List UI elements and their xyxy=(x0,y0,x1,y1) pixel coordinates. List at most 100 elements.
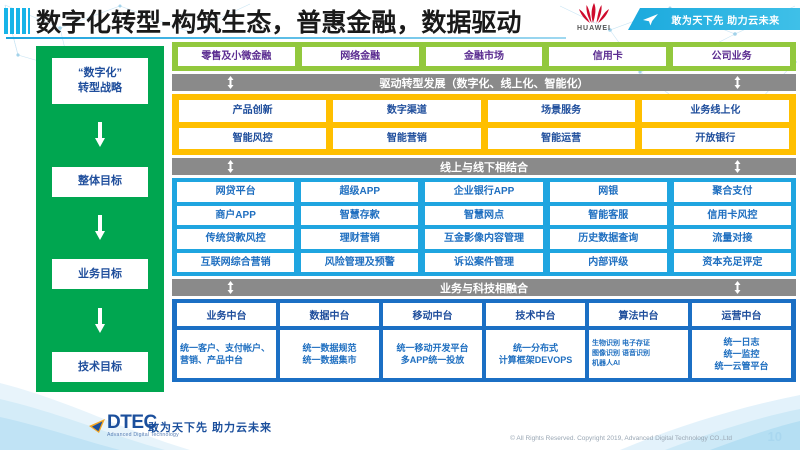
rail-arrow-1 xyxy=(93,104,107,167)
platform-column-business: 业务中台 统一客户、支付帐户、营销、产品中台 xyxy=(177,303,276,378)
orange-row-2: 智能风控 智能营销 智能运营 开放银行 xyxy=(179,127,789,149)
driver-cell[interactable]: 智能运营 xyxy=(487,127,635,149)
platform-head[interactable]: 运营中台 xyxy=(692,303,791,326)
capability-cell[interactable]: 企业银行APP xyxy=(425,182,543,202)
business-line-tab[interactable]: 金融市场 xyxy=(425,47,543,66)
slogan-text: 敢为天下先 助力云未来 xyxy=(671,15,780,27)
business-line-tab[interactable]: 零售及小微金融 xyxy=(178,47,295,66)
capability-cell[interactable]: 信用卡风控 xyxy=(673,205,792,225)
driver-cell[interactable]: 开放银行 xyxy=(641,127,789,149)
band-drive-transformation: 驱动转型发展（数字化、线上化、智能化） xyxy=(172,74,796,91)
capability-cell[interactable]: 网银 xyxy=(549,182,667,202)
rail-arrow-3 xyxy=(93,289,107,352)
business-line-tab[interactable]: 公司业务 xyxy=(673,47,790,66)
page-number: 10 xyxy=(767,429,782,444)
capability-cell[interactable]: 风险管理及预警 xyxy=(301,252,419,272)
blue-row-2: 商户APP 智慧存款 智慧网点 智能客服 信用卡风控 xyxy=(177,205,792,225)
rail-item-business-goal[interactable]: 业务目标 xyxy=(52,259,148,290)
double-arrow-icon xyxy=(734,281,741,294)
capability-cell[interactable]: 智能客服 xyxy=(549,205,667,225)
capability-cell[interactable]: 历史数据查询 xyxy=(549,229,667,249)
slogan-banner: 敢为天下先 助力云未来 xyxy=(628,8,800,30)
footer-slogan: 敢为天下先 助力云未来 xyxy=(148,422,273,434)
platform-body: 统一移动开发平台 多APP统一投放 xyxy=(383,330,482,378)
driver-cell[interactable]: 智能风控 xyxy=(179,127,327,149)
platform-columns: 业务中台 统一客户、支付帐户、营销、产品中台 数据中台 统一数据规范 统一数据集… xyxy=(177,303,791,378)
capability-cell[interactable]: 内部评级 xyxy=(549,252,667,272)
platform-column-operations: 运营中台 统一日志 统一监控 统一云管平台 xyxy=(692,303,791,378)
blue-row-1: 网贷平台 超级APP 企业银行APP 网银 聚合支付 xyxy=(177,182,792,202)
capability-cell[interactable]: 商户APP xyxy=(177,205,295,225)
dtec-wordmark: DTEC xyxy=(107,411,157,433)
transformation-drivers-block: 产品创新 数字渠道 场景服务 业务线上化 智能风控 智能营销 智能运营 开放银行 xyxy=(172,94,796,155)
capabilities-block: 网贷平台 超级APP 企业银行APP 网银 聚合支付 商户APP 智慧存款 智慧… xyxy=(172,178,796,276)
platform-column-technology: 技术中台 统一分布式 计算框架DEVOPS xyxy=(486,303,585,378)
huawei-flower-icon xyxy=(579,3,609,23)
platform-head[interactable]: 移动中台 xyxy=(383,303,482,326)
business-line-tab[interactable]: 网络金融 xyxy=(301,47,419,66)
platform-head[interactable]: 数据中台 xyxy=(280,303,379,326)
double-arrow-icon xyxy=(227,281,234,294)
dtec-tagline: Advanced Digital Technology xyxy=(107,431,179,438)
capability-cell[interactable]: 网贷平台 xyxy=(177,182,295,202)
title-underline xyxy=(6,37,566,39)
rail-item-digital-strategy[interactable]: “数字化” 转型战略 xyxy=(52,58,148,104)
platform-body: 生物识别 电子存证 图像识别 语音识别 机器人AI xyxy=(589,330,688,378)
driver-cell[interactable]: 智能营销 xyxy=(333,127,481,149)
double-arrow-icon xyxy=(734,76,741,89)
title-accent-bars xyxy=(4,8,30,34)
rail-arrow-2 xyxy=(93,197,107,260)
band-online-offline: 线上与线下相结合 xyxy=(172,158,796,175)
band-business-technology: 业务与科技相融合 xyxy=(172,279,796,296)
platform-column-algorithm: 算法中台 生物识别 电子存证 图像识别 语音识别 机器人AI xyxy=(589,303,688,378)
capability-cell[interactable]: 理财营销 xyxy=(301,229,419,249)
capability-cell[interactable]: 智慧存款 xyxy=(301,205,419,225)
capability-cell[interactable]: 资本充足评定 xyxy=(673,252,792,272)
platform-column-data: 数据中台 统一数据规范 统一数据集市 xyxy=(280,303,379,378)
dtec-logo: DTEC Advanced Digital Technology xyxy=(88,413,179,438)
paper-plane-icon xyxy=(643,13,658,25)
copyright-text: © All Rights Reserved. Copyright 2019, A… xyxy=(510,435,732,442)
capability-cell[interactable]: 互联网综合营销 xyxy=(177,252,295,272)
blue-row-4: 互联网综合营销 风险管理及预警 诉讼案件管理 内部评级 资本充足评定 xyxy=(177,252,792,272)
driver-cell[interactable]: 场景服务 xyxy=(487,100,635,122)
capability-cell[interactable]: 智慧网点 xyxy=(425,205,543,225)
capability-cell[interactable]: 互金影像内容管理 xyxy=(425,229,543,249)
business-line-tab[interactable]: 信用卡 xyxy=(549,47,667,66)
band-online-offline-label: 线上与线下相结合 xyxy=(440,161,528,174)
double-arrow-icon xyxy=(734,160,741,173)
platform-head[interactable]: 业务中台 xyxy=(177,303,276,326)
capability-cell[interactable]: 流量对接 xyxy=(673,229,792,249)
capability-cell[interactable]: 传统贷款风控 xyxy=(177,229,295,249)
huawei-wordmark: HUAWEI xyxy=(577,25,611,32)
content-column: 零售及小微金融 网络金融 金融市场 信用卡 公司业务 驱动转型发展（数字化、线上… xyxy=(172,42,796,382)
driver-cell[interactable]: 业务线上化 xyxy=(641,100,789,122)
capability-cell[interactable]: 聚合支付 xyxy=(673,182,792,202)
band-business-technology-label: 业务与科技相融合 xyxy=(440,282,528,295)
platform-body: 统一日志 统一监控 统一云管平台 xyxy=(692,330,791,378)
rail-item-label-line2: 转型战略 xyxy=(78,82,122,94)
rail-item-label-line1: “数字化” xyxy=(78,67,122,80)
huawei-logo: HUAWEI xyxy=(568,2,620,38)
capability-cell[interactable]: 诉讼案件管理 xyxy=(425,252,543,272)
platform-body: 统一分布式 计算框架DEVOPS xyxy=(486,330,585,378)
capability-cell[interactable]: 超级APP xyxy=(301,182,419,202)
page-title: 数字化转型-构筑生态，普惠金融，数据驱动 xyxy=(36,8,522,37)
rail-item-overall-goal[interactable]: 整体目标 xyxy=(52,166,148,197)
platform-column-mobile: 移动中台 统一移动开发平台 多APP统一投放 xyxy=(383,303,482,378)
slide-header: 数字化转型-构筑生态，普惠金融，数据驱动 HUAWEI 敢为天下先 助力云未来 xyxy=(0,0,800,40)
blue-row-3: 传统贷款风控 理财营销 互金影像内容管理 历史数据查询 流量对接 xyxy=(177,229,792,249)
platform-body: 统一客户、支付帐户、营销、产品中台 xyxy=(177,330,276,378)
band-drive-label: 驱动转型发展（数字化、线上化、智能化） xyxy=(379,77,589,90)
business-lines-band: 零售及小微金融 网络金融 金融市场 信用卡 公司业务 xyxy=(172,42,796,71)
platform-body: 统一数据规范 统一数据集市 xyxy=(280,330,379,378)
driver-cell[interactable]: 产品创新 xyxy=(179,100,327,122)
double-arrow-icon xyxy=(227,160,234,173)
platform-head[interactable]: 技术中台 xyxy=(486,303,585,326)
double-arrow-icon xyxy=(227,76,234,89)
platform-head[interactable]: 算法中台 xyxy=(589,303,688,326)
driver-cell[interactable]: 数字渠道 xyxy=(333,100,481,122)
rail-item-technology-goal[interactable]: 技术目标 xyxy=(52,352,148,383)
dtec-triangle-icon xyxy=(89,419,105,433)
